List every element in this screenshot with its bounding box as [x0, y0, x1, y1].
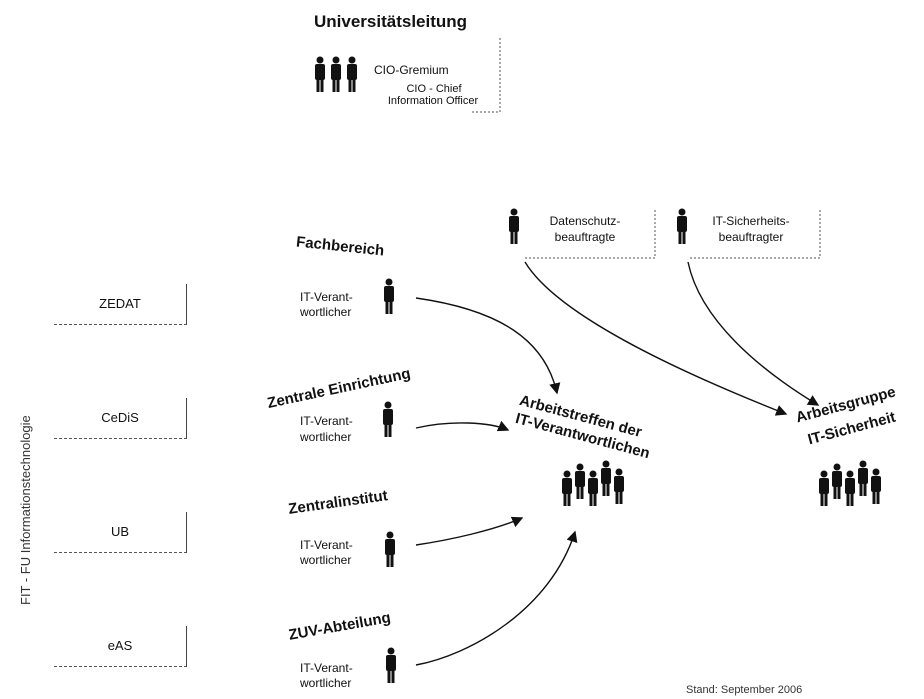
- cio-group-label: CIO-Gremium: [374, 63, 449, 77]
- side-label: FIT - FU Informationstechnologie: [18, 415, 33, 605]
- cio-group-icon: [315, 56, 357, 92]
- box-label: eAS: [107, 638, 133, 653]
- box-label: ZEDAT: [99, 296, 141, 311]
- box-cedis: CeDiS: [54, 398, 187, 439]
- it-person-icon: [385, 531, 395, 567]
- leadership-title: Universitätsleitung: [314, 12, 468, 31]
- cio-sub-line1: CIO - Chief: [406, 83, 462, 95]
- unit-role-line1: IT-Verant-: [300, 661, 353, 675]
- unit-role-line2: wortlicher: [300, 430, 352, 444]
- security-officer-line1: IT-Sicherheits-: [712, 214, 790, 228]
- privacy-officer-icon: [509, 208, 519, 244]
- privacy-officer-line1: Datenschutz-: [549, 214, 621, 228]
- box-zedat: ZEDAT: [54, 284, 187, 325]
- box-label: CeDiS: [101, 410, 139, 425]
- meeting-group-icon: [562, 460, 624, 506]
- unit-role-line2: wortlicher: [300, 676, 352, 690]
- unit-role-line2: wortlicher: [300, 305, 352, 319]
- unit-role-line1: IT-Verant-: [300, 538, 353, 552]
- unit-role-line2: wortlicher: [300, 553, 352, 567]
- unit-title-zuv: ZUV-Abteilung: [287, 609, 393, 644]
- unit-title-zentralinstitut: Zentralinstitut: [287, 487, 389, 518]
- unit-title-fachbereich: Fachbereich: [295, 233, 386, 260]
- box-eas: eAS: [54, 626, 187, 667]
- unit-role-line1: IT-Verant-: [300, 414, 353, 428]
- cio-sub-line2: Information Officer: [387, 95, 479, 107]
- workgroup-group-icon: [819, 460, 881, 506]
- box-ub: UB: [54, 512, 187, 553]
- privacy-officer-line2: beauftragte: [554, 230, 616, 244]
- it-person-icon: [383, 401, 393, 437]
- footer-date: Stand: September 2006: [686, 684, 803, 696]
- unit-role-line1: IT-Verant-: [300, 290, 353, 304]
- box-label: UB: [110, 524, 130, 539]
- unit-title-zentrale: Zentrale Einrichtung: [265, 365, 413, 412]
- it-person-icon: [386, 647, 396, 683]
- security-officer-line2: beauftragter: [718, 230, 784, 244]
- security-officer-icon: [677, 208, 687, 244]
- it-person-icon: [384, 278, 394, 314]
